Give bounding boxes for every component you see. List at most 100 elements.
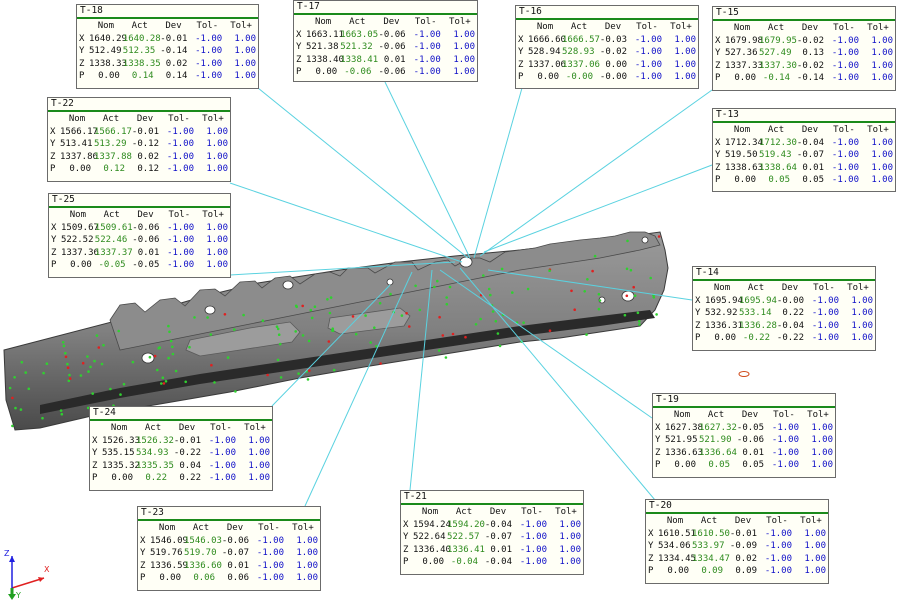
- measurement-point: [174, 369, 178, 373]
- measurement-point: [500, 267, 504, 271]
- col-header-nom: Nom: [158, 523, 176, 534]
- axis-cell: X: [648, 528, 654, 539]
- col-header-tolm: Tol-: [636, 22, 658, 33]
- measurement-point: [119, 393, 122, 396]
- measurement-point: [20, 360, 24, 364]
- nom-cell: 1695.94: [705, 295, 743, 306]
- tol-minus-cell: -1.00: [195, 33, 223, 44]
- axis-cell: Y: [296, 42, 302, 53]
- tol-minus-cell: -1.00: [256, 548, 284, 559]
- axis-cell: Y: [715, 48, 721, 59]
- measurement-point: [438, 315, 441, 319]
- col-header-dev: Dev: [489, 507, 507, 518]
- measurement-point: [437, 349, 441, 352]
- measurement-point: [436, 279, 439, 283]
- dev-cell: -0.06: [132, 235, 160, 246]
- col-header-nom: Nom: [733, 125, 751, 136]
- measurement-point: [206, 316, 209, 319]
- axis-cell: X: [695, 295, 701, 306]
- measurement-point: [11, 396, 14, 400]
- measurement-point: [233, 328, 236, 331]
- measurement-point: [400, 314, 404, 317]
- dev-cell: -0.04: [484, 557, 512, 568]
- col-header-tolp: Tol+: [800, 516, 822, 527]
- nom-cell: 527.36: [725, 48, 758, 59]
- nom-cell: 0.00: [98, 71, 120, 82]
- act-cell: 1338.41: [340, 54, 379, 65]
- axis-cell: Y: [79, 46, 85, 57]
- nom-cell: 0.00: [111, 473, 133, 484]
- measurement-point: [66, 366, 70, 370]
- nom-cell: 0.00: [674, 460, 696, 471]
- tol-minus-cell: -1.00: [208, 435, 236, 446]
- measurement-point: [657, 235, 661, 238]
- tol-minus-cell: -1.00: [519, 532, 547, 543]
- measurement-point: [79, 374, 83, 377]
- nom-cell: 1334.45: [658, 553, 696, 564]
- leader-line: [459, 267, 656, 501]
- measurement-point: [448, 285, 452, 289]
- tol-plus-cell: 1.00: [296, 548, 318, 559]
- nom-cell: 1336.31: [705, 320, 743, 331]
- axis-cell: P: [296, 67, 302, 78]
- measurement-point: [275, 325, 279, 329]
- axis-z-label: Z: [4, 549, 10, 558]
- act-cell: 0.09: [701, 566, 723, 577]
- label-title: T-20: [646, 500, 828, 514]
- measurement-point: [102, 343, 105, 347]
- col-header-dev: Dev: [178, 423, 196, 434]
- tol-plus-cell: 1.00: [811, 422, 833, 433]
- nom-cell: 1627.38: [665, 422, 703, 433]
- tol-minus-cell: -1.00: [167, 260, 195, 271]
- col-header-act: Act: [144, 423, 162, 434]
- dev-cell: -0.05: [132, 260, 160, 271]
- axis-cell: X: [655, 422, 661, 433]
- measurement-point: [277, 333, 281, 337]
- tol-plus-cell: 1.00: [674, 34, 696, 45]
- col-header-dev: Dev: [604, 22, 622, 33]
- tol-minus-cell: -1.00: [811, 308, 839, 319]
- act-cell: 522.57: [447, 532, 480, 543]
- measurement-point: [326, 298, 329, 301]
- col-header-tolp: Tol+: [847, 283, 869, 294]
- measurement-point: [491, 310, 495, 313]
- col-header-dev: Dev: [801, 125, 819, 136]
- col-header-tolp: Tol+: [292, 523, 314, 534]
- act-cell: 1546.03: [184, 535, 222, 546]
- axis-cell: Z: [648, 553, 654, 564]
- tol-plus-cell: 1.00: [851, 333, 873, 344]
- col-header-nom: Nom: [68, 114, 86, 125]
- measurement-point: [45, 362, 49, 366]
- axis-x-label: X: [44, 565, 50, 574]
- col-header-tolp: Tol+: [867, 125, 889, 136]
- act-cell: 0.05: [708, 460, 730, 471]
- col-header-dev: Dev: [781, 283, 799, 294]
- dev-cell: -0.06: [132, 222, 160, 233]
- measurement-point: [313, 305, 317, 309]
- nom-cell: 0.00: [714, 333, 736, 344]
- dev-cell: 0.05: [742, 460, 764, 471]
- dev-cell: -0.06: [378, 29, 406, 40]
